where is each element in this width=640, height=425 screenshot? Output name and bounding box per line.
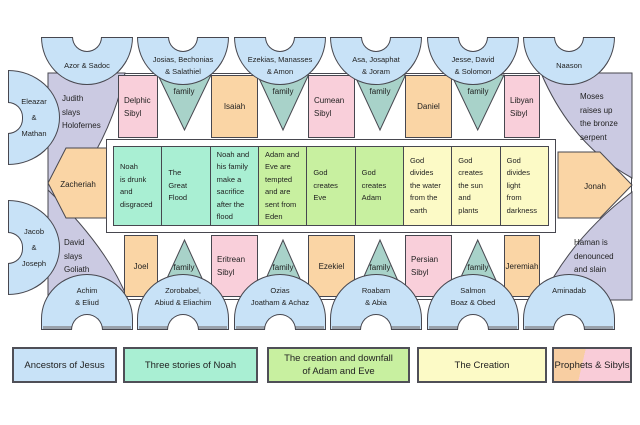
legend-item-creation: The Creation bbox=[417, 347, 547, 383]
spandrel-moses bbox=[540, 72, 633, 179]
lunette-notch bbox=[457, 314, 489, 330]
legend-item-adam-eve: The creation and downfall of Adam and Ev… bbox=[267, 347, 410, 383]
panel-adam-eve-expulsion: Adam and Eve are tempted and are sent fr… bbox=[257, 146, 308, 226]
family-label: family bbox=[467, 87, 489, 96]
cell-jeremiah: Jeremiah bbox=[504, 235, 540, 297]
panel-great-flood: The Great Flood bbox=[161, 146, 211, 226]
cell-daniel: Daniel bbox=[405, 75, 452, 138]
lunette-notch bbox=[360, 314, 392, 330]
lunette-notch bbox=[553, 314, 585, 330]
cell-isaiah: Isaiah bbox=[211, 75, 258, 138]
cell-delphic-sibyl: Delphic Sibyl bbox=[118, 75, 158, 138]
legend-item-noah: Three stories of Noah bbox=[123, 347, 258, 383]
family-label: family bbox=[272, 87, 294, 96]
central-fresco-frame: Noah is drunk and disgraced The Great Fl… bbox=[106, 139, 556, 233]
lunette-notch bbox=[265, 37, 295, 52]
lunette-notch bbox=[167, 314, 199, 330]
cell-libyan-sibyl: Libyan Sibyl bbox=[504, 75, 540, 138]
zachariah-label: Zacheriah bbox=[60, 180, 96, 189]
legend-item-ancestors: Ancestors of Jesus bbox=[12, 347, 117, 383]
lunette-notch bbox=[458, 37, 488, 52]
fresco-panel-row: Noah is drunk and disgraced The Great Fl… bbox=[113, 146, 549, 226]
cell-cumean-sibyl: Cumean Sibyl bbox=[308, 75, 355, 138]
haman-label: Haman is denounced and slain bbox=[574, 238, 614, 274]
david-label: David slays Goliath bbox=[64, 238, 90, 274]
family-label: family bbox=[173, 263, 195, 272]
moses-label: Moses raises up the bronze serpent bbox=[580, 92, 618, 142]
lunette-notch bbox=[554, 37, 584, 52]
lunette-asa: Asa, Josaphat & Joram bbox=[330, 37, 422, 85]
lunette-notch bbox=[72, 37, 102, 52]
family-label: family bbox=[467, 263, 489, 272]
panel-separation-light-darkness: God divides light from darkness bbox=[499, 146, 549, 226]
family-label: family bbox=[173, 87, 195, 96]
lunette-notch bbox=[361, 37, 391, 52]
family-label: family bbox=[369, 263, 391, 272]
judith-label: Judith slays Holofernes bbox=[62, 94, 101, 130]
legend-item-prophets-sibyls: Prophets & Sibyls bbox=[552, 347, 632, 383]
family-label: family bbox=[369, 87, 391, 96]
panel-noah-sacrifice: Noah and his family make a sacrifice aft… bbox=[209, 146, 259, 226]
lunette-notch bbox=[71, 314, 103, 330]
family-label: family bbox=[272, 263, 294, 272]
lunette-notch bbox=[168, 37, 198, 52]
panel-noah-drunk: Noah is drunk and disgraced bbox=[113, 146, 163, 226]
lunette-notch bbox=[264, 314, 296, 330]
panel-separation-water-earth: God divides the water from the earth bbox=[402, 146, 453, 226]
panel-creation-eve: God creates Eve bbox=[306, 146, 356, 226]
jonah-label: Jonah bbox=[584, 182, 606, 191]
lunette-notch bbox=[8, 231, 23, 264]
panel-creation-sun-plants: God creates the sun and plants bbox=[451, 146, 501, 226]
panel-creation-adam: God creates Adam bbox=[354, 146, 404, 226]
jonah-pentagon bbox=[557, 151, 633, 219]
lunette-ezekias: Ezekias, Manasses & Amon bbox=[234, 37, 326, 85]
